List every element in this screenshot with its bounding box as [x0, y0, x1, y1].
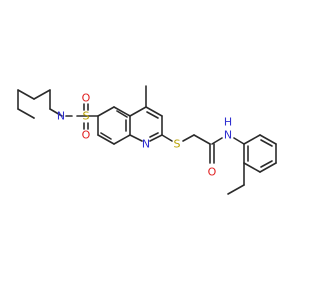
atom-amide-hydrogen: H	[224, 116, 232, 129]
ethyl-group	[227, 162, 245, 195]
atom-thioether-sulfur: S	[174, 138, 181, 151]
bond	[113, 106, 131, 117]
bond	[243, 134, 261, 145]
atom-carbonyl-oxygen: O	[208, 166, 217, 179]
bond	[259, 134, 277, 145]
bond	[49, 108, 63, 117]
bond	[17, 108, 35, 119]
bond	[259, 162, 277, 173]
bond	[260, 139, 273, 147]
bond	[161, 134, 173, 142]
bond	[149, 134, 163, 142]
structure-canvas: N S O O N S O N H	[17, 85, 277, 195]
sulfonyl-group	[65, 103, 99, 130]
bond	[193, 134, 211, 145]
atom-sulfonyl-sulfur: S	[83, 110, 90, 123]
atom-sulfonyl-oxygen-top: O	[82, 92, 91, 105]
bond	[17, 89, 35, 100]
thioether-linker	[161, 134, 223, 164]
chemical-structure-diagram: N S O O N S O N H	[17, 85, 277, 195]
bond	[243, 162, 261, 173]
piperidine-ring	[17, 89, 51, 110]
bond	[145, 106, 163, 117]
piperidine-ring-lower	[17, 108, 63, 119]
atom-quinoline-nitrogen: N	[142, 138, 150, 151]
bond	[33, 89, 51, 100]
bond	[233, 137, 245, 145]
quinoline-benzo-ring	[97, 106, 131, 145]
bond	[129, 134, 143, 142]
bond	[113, 134, 131, 145]
bond	[149, 132, 159, 138]
bond	[182, 134, 195, 142]
bond	[97, 106, 115, 117]
atom-sulfonyl-oxygen-bottom: O	[82, 129, 91, 142]
atom-amide-nitrogen: N	[224, 129, 232, 142]
bond	[211, 137, 223, 145]
bond	[100, 132, 112, 140]
bond	[97, 134, 115, 145]
bond	[227, 184, 245, 195]
bond	[116, 110, 128, 118]
bond	[260, 160, 273, 168]
atom-piperidine-nitrogen: N	[57, 110, 65, 123]
bond	[146, 111, 159, 119]
quinoline-pyridine-ring	[129, 106, 163, 142]
bond	[129, 106, 147, 117]
ethylphenyl-ring	[233, 134, 277, 173]
